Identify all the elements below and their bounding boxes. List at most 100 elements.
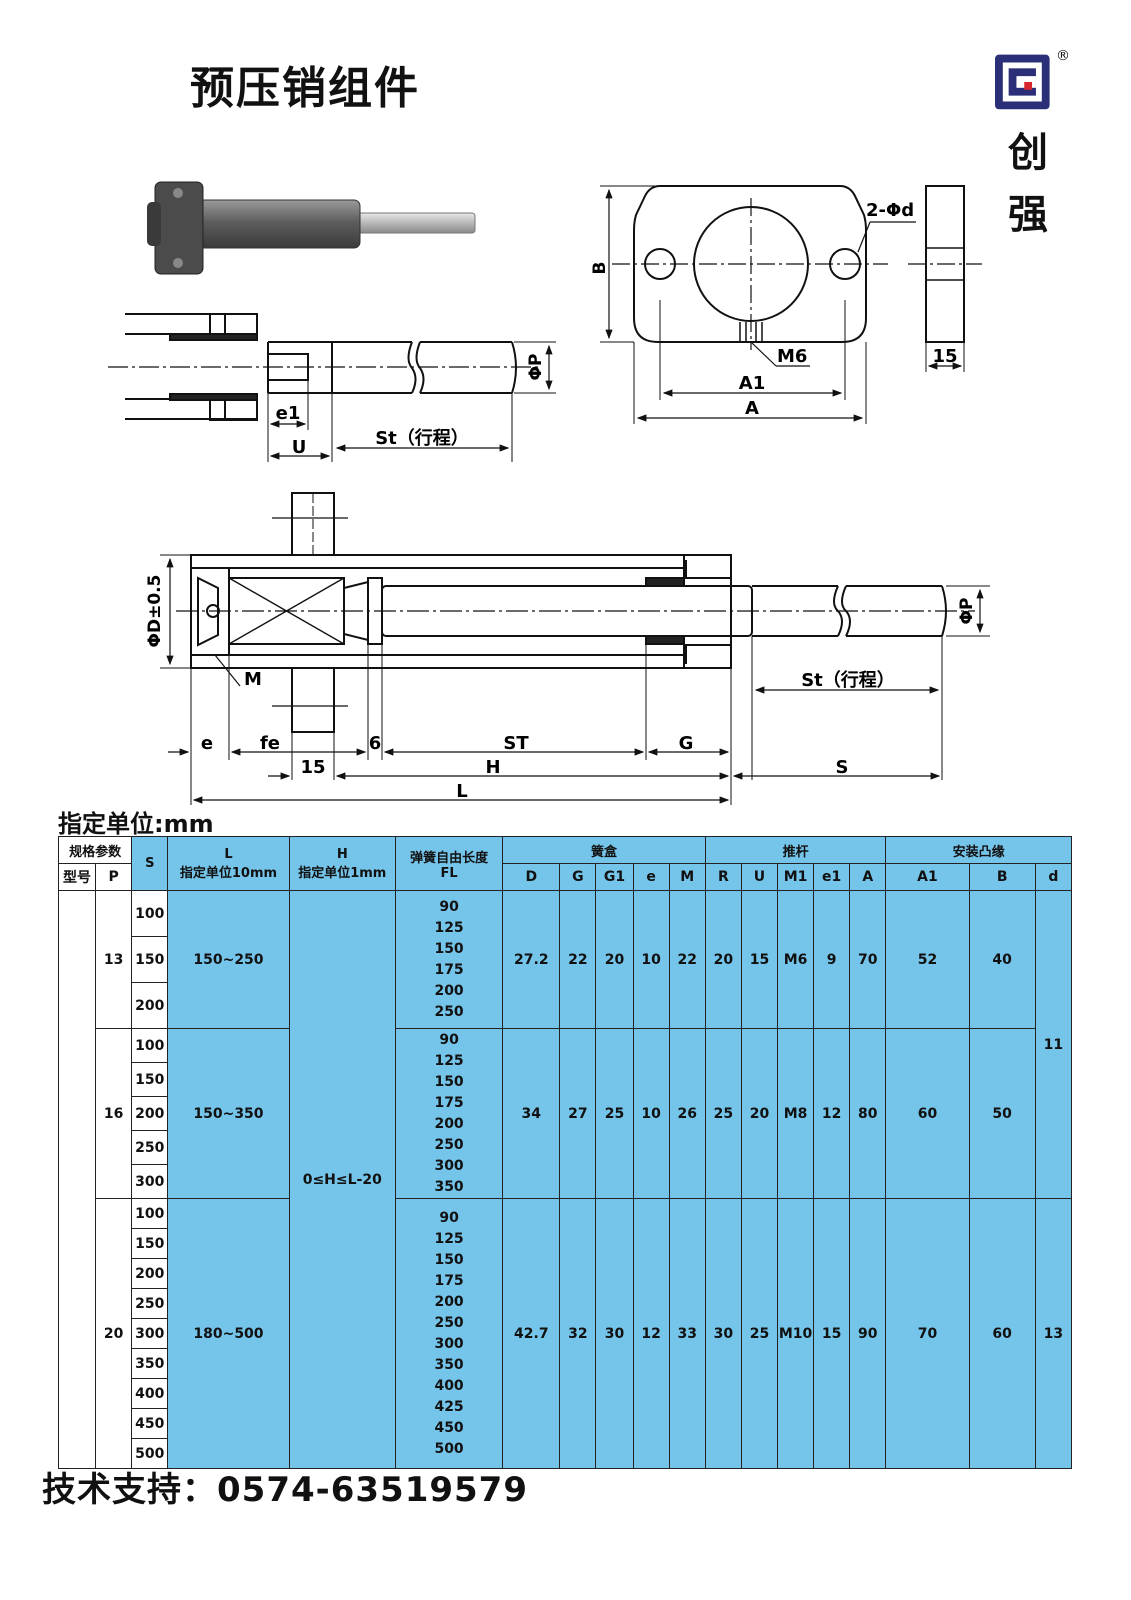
cell-s: 450 bbox=[131, 1408, 169, 1439]
brand-logo-icon bbox=[995, 54, 1050, 110]
cell-g1: 20 bbox=[595, 890, 634, 1029]
dim-g: G bbox=[679, 733, 694, 754]
dim-phi-p-mid: ΦP bbox=[526, 354, 546, 381]
hdr-col-a: A bbox=[849, 863, 887, 891]
cell-e: 10 bbox=[632, 1028, 670, 1199]
dim-st: ST bbox=[503, 733, 529, 754]
hdr-p: P bbox=[95, 863, 133, 891]
hdr-model: 型号 bbox=[57, 863, 97, 891]
cell-u: 20 bbox=[740, 1028, 779, 1199]
cell-l: 150~250 bbox=[167, 890, 290, 1029]
table-row: 300 bbox=[59, 1164, 1072, 1199]
hdr-col-d: d bbox=[1034, 863, 1073, 891]
hdr-col-g: G bbox=[559, 863, 597, 891]
cell-s: 100 bbox=[131, 1198, 169, 1229]
page-title: 预压销组件 bbox=[190, 63, 420, 114]
cell-m1: M6 bbox=[776, 890, 815, 1029]
dim-h: H bbox=[485, 757, 500, 778]
cell-p: 13 bbox=[95, 890, 133, 1029]
table-row: 350 bbox=[59, 1348, 1072, 1379]
dim-s: S bbox=[836, 757, 849, 778]
cell-e1: 12 bbox=[813, 1028, 851, 1199]
cell-d: 42.7 bbox=[502, 1198, 561, 1469]
table-row: 250 bbox=[59, 1288, 1072, 1319]
cell-s: 100 bbox=[131, 1028, 169, 1063]
unit-title: 指定单位:mm bbox=[58, 810, 214, 838]
cell-a1: 52 bbox=[885, 890, 970, 1029]
cell-l: 180~500 bbox=[167, 1198, 290, 1469]
hdr-s: S bbox=[131, 836, 169, 891]
hdr-col-d: D bbox=[502, 863, 561, 891]
table-row: 150 bbox=[59, 1228, 1072, 1259]
cell-a: 70 bbox=[849, 890, 887, 1029]
cell-s: 200 bbox=[131, 1258, 169, 1289]
cell-s: 100 bbox=[131, 890, 169, 937]
cell-s: 150 bbox=[131, 1062, 169, 1097]
cell-a1: 70 bbox=[885, 1198, 970, 1469]
cell-e: 12 bbox=[632, 1198, 670, 1469]
cell-e1: 15 bbox=[813, 1198, 851, 1469]
dim-st-stroke-mid: St（行程） bbox=[375, 427, 469, 449]
cell-s: 500 bbox=[131, 1438, 169, 1469]
cell-r: 25 bbox=[704, 1028, 742, 1199]
technical-drawing: B 2-Φd M6 A1 A 15 ΦP e1 U St（行程） bbox=[108, 181, 990, 805]
cell-s: 300 bbox=[131, 1164, 169, 1199]
table-row: 150 bbox=[59, 1062, 1072, 1097]
cell-m1: M8 bbox=[776, 1028, 815, 1199]
table-row: 250 bbox=[59, 1130, 1072, 1165]
dim-u: U bbox=[292, 437, 307, 458]
cell-b: 60 bbox=[968, 1198, 1036, 1469]
dim-e: e bbox=[201, 733, 213, 754]
hdr-group-flange: 安装凸缘 bbox=[885, 836, 1072, 864]
cell-d: 27.2 bbox=[502, 890, 561, 1029]
dim-phi-d: ΦD±0.5 bbox=[145, 575, 165, 648]
hdr-group-rod: 推杆 bbox=[704, 836, 887, 864]
product-photo bbox=[147, 181, 476, 275]
hdr-col-r: R bbox=[704, 863, 742, 891]
table-row: 200 bbox=[59, 1096, 1072, 1131]
hdr-col-u: U bbox=[740, 863, 779, 891]
hdr-col-a1: A1 bbox=[885, 863, 970, 891]
cell-s: 200 bbox=[131, 1096, 169, 1131]
dim-6: 6 bbox=[369, 733, 382, 754]
cell-s: 300 bbox=[131, 1318, 169, 1349]
cell-e1: 9 bbox=[813, 890, 851, 1029]
table-row: 200 bbox=[59, 982, 1072, 1029]
hdr-col-b: B bbox=[968, 863, 1036, 891]
hdr-spec: 规格参数 bbox=[57, 836, 133, 864]
cell-g1: 25 bbox=[595, 1028, 634, 1199]
cell-g: 32 bbox=[559, 1198, 597, 1469]
cell-s: 350 bbox=[131, 1348, 169, 1379]
dim-m: M bbox=[244, 669, 262, 690]
dim-l: L bbox=[456, 781, 467, 802]
cell-d: 11 bbox=[1034, 890, 1073, 1199]
assembly-view bbox=[160, 492, 990, 805]
dim-b: B bbox=[590, 262, 610, 275]
brand-name: 创强 bbox=[1008, 130, 1048, 238]
hdr-col-m1: M1 bbox=[776, 863, 815, 891]
cell-b: 50 bbox=[968, 1028, 1036, 1199]
rod-section-view bbox=[108, 313, 556, 462]
cell-h: 0≤H≤L-20 bbox=[288, 890, 396, 1469]
cell-m: 22 bbox=[668, 890, 706, 1029]
model-cell bbox=[57, 890, 97, 1469]
hdr-group-box: 簧盒 bbox=[502, 836, 706, 864]
cell-a1: 60 bbox=[885, 1028, 970, 1199]
dim-m6: M6 bbox=[777, 346, 807, 367]
cell-a: 80 bbox=[849, 1028, 887, 1199]
cell-s: 400 bbox=[131, 1378, 169, 1409]
dim-a1: A1 bbox=[739, 373, 765, 394]
cell-m1: M10 bbox=[776, 1198, 815, 1469]
cell-u: 25 bbox=[740, 1198, 779, 1469]
cell-s: 200 bbox=[131, 982, 169, 1029]
cell-p: 16 bbox=[95, 1028, 133, 1199]
cell-s: 250 bbox=[131, 1130, 169, 1165]
